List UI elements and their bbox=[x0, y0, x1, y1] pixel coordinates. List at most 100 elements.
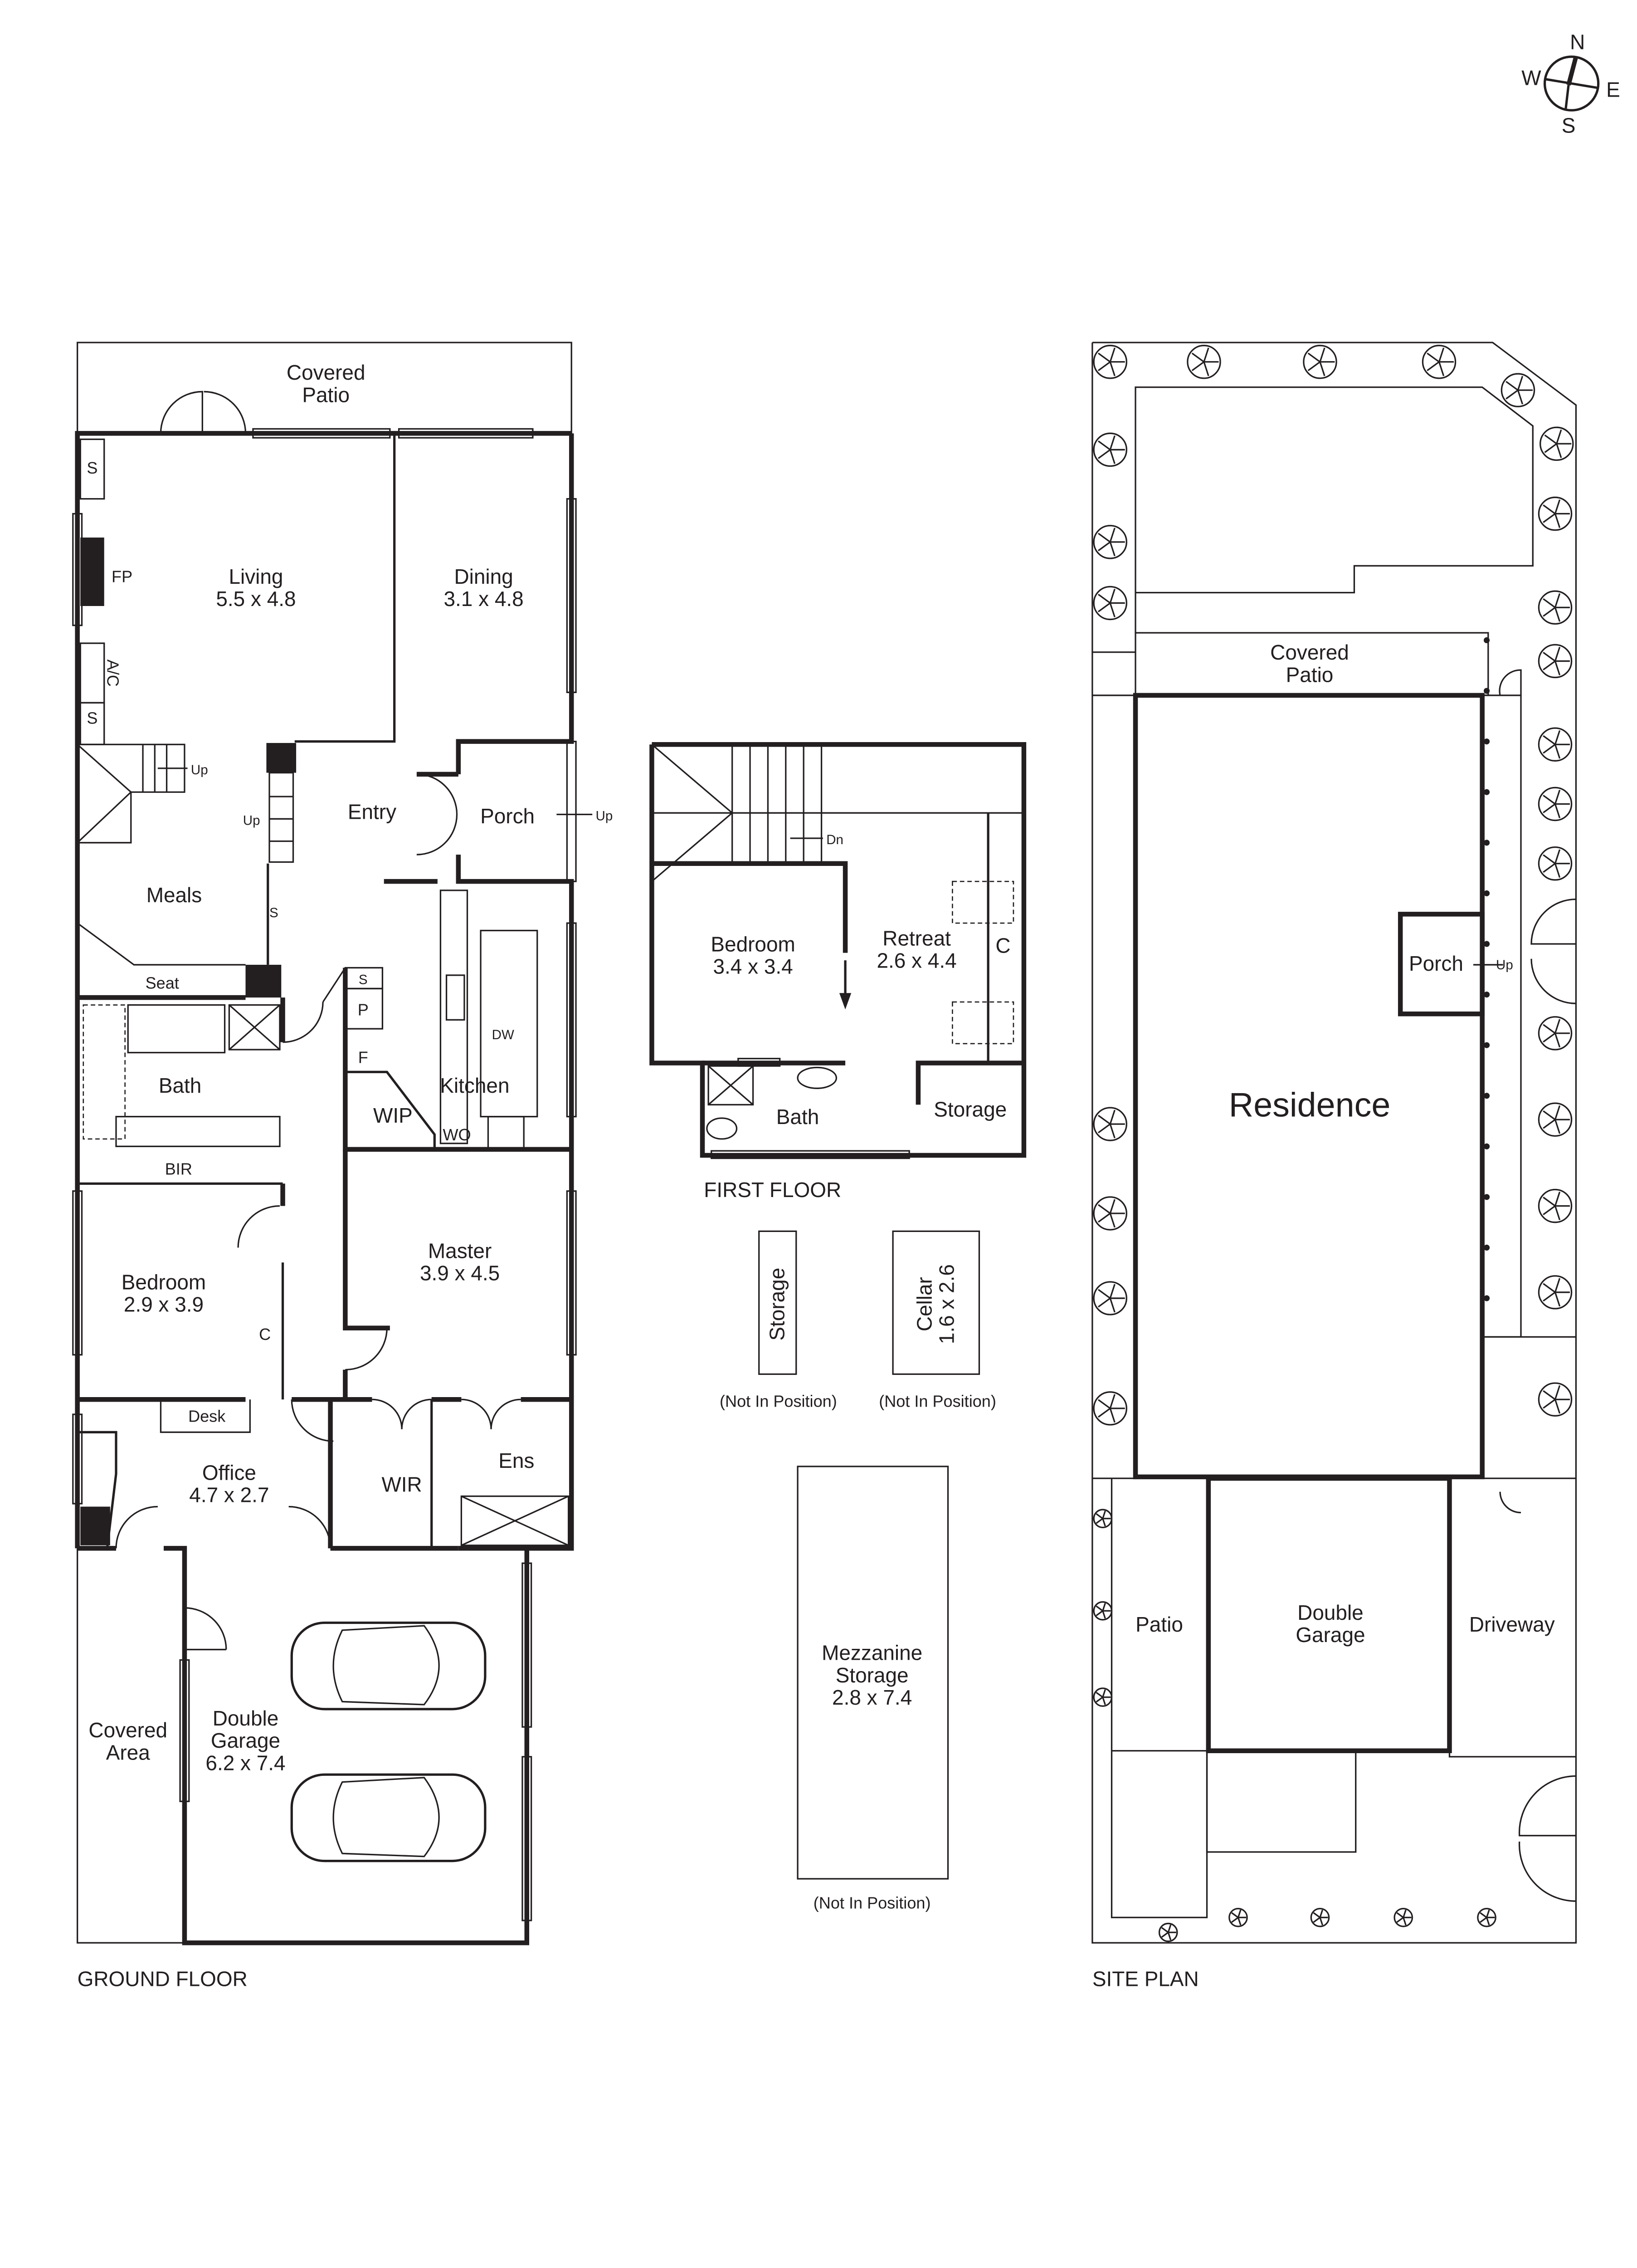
cellar-note: (Not In Position) bbox=[879, 1392, 996, 1411]
tree-icon bbox=[1477, 1907, 1496, 1927]
first-floor-title: FIRST FLOOR bbox=[704, 1178, 841, 1202]
tree-icon bbox=[1093, 1391, 1127, 1426]
ground-floor-plan: Covered Patio Living 5.5 x 4.8 Dining 3.… bbox=[72, 342, 613, 1990]
garage-label-2: Garage bbox=[211, 1729, 280, 1752]
wip-label: WIP bbox=[373, 1104, 413, 1127]
ff-bath-label: Bath bbox=[776, 1105, 819, 1129]
first-floor-plan: Dn Bedroom 3.4 x 3.4 Retreat 2.6 x 4.4 C… bbox=[649, 742, 1027, 1202]
tree-icon bbox=[1187, 345, 1221, 379]
site-garage-label: Double bbox=[1297, 1601, 1364, 1624]
dining-size: 3.1 x 4.8 bbox=[443, 587, 523, 611]
post-marker bbox=[1483, 1295, 1490, 1301]
tree-icon bbox=[1538, 1188, 1573, 1223]
site-porch-label: Porch bbox=[1409, 952, 1463, 975]
storage-s-label-2: S bbox=[87, 709, 97, 727]
detached-structures: Storage (Not In Position) Cellar 1.6 x 2… bbox=[720, 1230, 996, 1912]
site-covered-patio-label: Covered bbox=[1270, 640, 1349, 664]
site-plan: Covered Patio Residence Porch Up Patio D… bbox=[1091, 342, 1577, 1990]
tree-icon bbox=[1501, 373, 1535, 407]
tree-icon bbox=[1093, 1281, 1127, 1315]
post-marker bbox=[1483, 840, 1490, 846]
kitchen-s-label: S bbox=[359, 973, 368, 987]
post-marker bbox=[1483, 1042, 1490, 1048]
post-marker bbox=[1483, 637, 1490, 644]
ff-closet-label: C bbox=[995, 934, 1010, 958]
compass-s: S bbox=[1562, 113, 1576, 137]
fridge-label: F bbox=[358, 1048, 368, 1067]
ensuite-label: Ens bbox=[498, 1449, 534, 1472]
closet-label: C bbox=[259, 1325, 271, 1344]
post-marker bbox=[1483, 688, 1490, 694]
office-size: 4.7 x 2.7 bbox=[189, 1483, 269, 1507]
tree-icon bbox=[1538, 727, 1573, 762]
site-covered-patio-label-2: Patio bbox=[1286, 663, 1334, 686]
car-icon bbox=[290, 1773, 487, 1862]
compass-n: N bbox=[1570, 30, 1585, 54]
stair-down-label: Dn bbox=[826, 832, 843, 847]
tree-icon bbox=[1093, 1509, 1113, 1529]
tree-icon bbox=[1538, 590, 1573, 625]
tree-icon bbox=[1093, 1687, 1113, 1707]
master-label: Master bbox=[428, 1239, 492, 1262]
tree-icon bbox=[1228, 1907, 1248, 1927]
tree-icon bbox=[1538, 1275, 1573, 1310]
covered-area-label-2: Area bbox=[106, 1740, 150, 1764]
tree-icon bbox=[1093, 432, 1127, 467]
tree-icon bbox=[1393, 1907, 1413, 1927]
compass-e: E bbox=[1606, 78, 1620, 102]
post-marker bbox=[1483, 1194, 1490, 1200]
desk-label: Desk bbox=[188, 1407, 226, 1425]
tree-icon bbox=[1303, 345, 1337, 379]
tree-icon bbox=[1093, 586, 1127, 621]
tree-icon bbox=[1538, 846, 1573, 881]
driveway-label: Driveway bbox=[1469, 1613, 1555, 1636]
meals-label: Meals bbox=[146, 883, 202, 907]
compass-icon: N E S W bbox=[1521, 30, 1620, 137]
site-plan-title: SITE PLAN bbox=[1092, 1967, 1199, 1990]
tree-icon bbox=[1538, 1016, 1573, 1051]
bir-label: BIR bbox=[165, 1160, 192, 1178]
office-label: Office bbox=[202, 1461, 256, 1484]
meals-s-label: S bbox=[269, 905, 278, 920]
wall-oven-label: WO bbox=[443, 1125, 471, 1144]
wir-label: WIR bbox=[381, 1473, 422, 1496]
dishwasher-label: DW bbox=[492, 1027, 514, 1042]
floor-plan: N E S W bbox=[72, 30, 1620, 1990]
post-marker bbox=[1483, 1143, 1490, 1149]
post-marker bbox=[1483, 1244, 1490, 1251]
tree-icon bbox=[1538, 1102, 1573, 1137]
porch-up-label: Up bbox=[596, 809, 613, 824]
ac-label: A/C bbox=[103, 660, 122, 687]
mezzanine-label: Mezzanine bbox=[822, 1641, 922, 1665]
tree-icon bbox=[1093, 345, 1127, 379]
post-marker bbox=[1483, 941, 1490, 947]
stair-up-label-2: Up bbox=[243, 813, 260, 828]
mezzanine-size: 2.8 x 7.4 bbox=[832, 1686, 912, 1709]
site-patio-label: Patio bbox=[1135, 1613, 1183, 1636]
tree-icon bbox=[1093, 1196, 1127, 1231]
mezzanine-note: (Not In Position) bbox=[814, 1894, 931, 1912]
site-up-label: Up bbox=[1496, 958, 1513, 973]
tree-icon bbox=[1538, 496, 1573, 531]
covered-area-label: Covered bbox=[88, 1718, 167, 1742]
residence-label: Residence bbox=[1229, 1086, 1391, 1124]
living-size: 5.5 x 4.8 bbox=[216, 587, 296, 611]
tree-icon bbox=[1310, 1907, 1330, 1927]
ff-bedroom-label: Bedroom bbox=[711, 932, 795, 956]
post-marker bbox=[1483, 738, 1490, 745]
post-marker bbox=[1483, 992, 1490, 998]
covered-patio-label: Covered bbox=[287, 361, 365, 384]
post-marker bbox=[1483, 789, 1490, 795]
bath-label: Bath bbox=[159, 1074, 202, 1097]
tree-icon bbox=[1538, 787, 1573, 821]
covered-patio-label-2: Patio bbox=[302, 383, 350, 406]
car-icon bbox=[290, 1621, 487, 1711]
post-marker bbox=[1483, 890, 1490, 896]
storage-s-label: S bbox=[87, 459, 97, 477]
cellar-size: 1.6 x 2.6 bbox=[935, 1264, 959, 1344]
living-label: Living bbox=[229, 565, 283, 588]
garage-label: Double bbox=[213, 1706, 279, 1730]
post-marker bbox=[1483, 1093, 1490, 1099]
tree-icon bbox=[1158, 1922, 1178, 1942]
retreat-label: Retreat bbox=[882, 926, 951, 950]
